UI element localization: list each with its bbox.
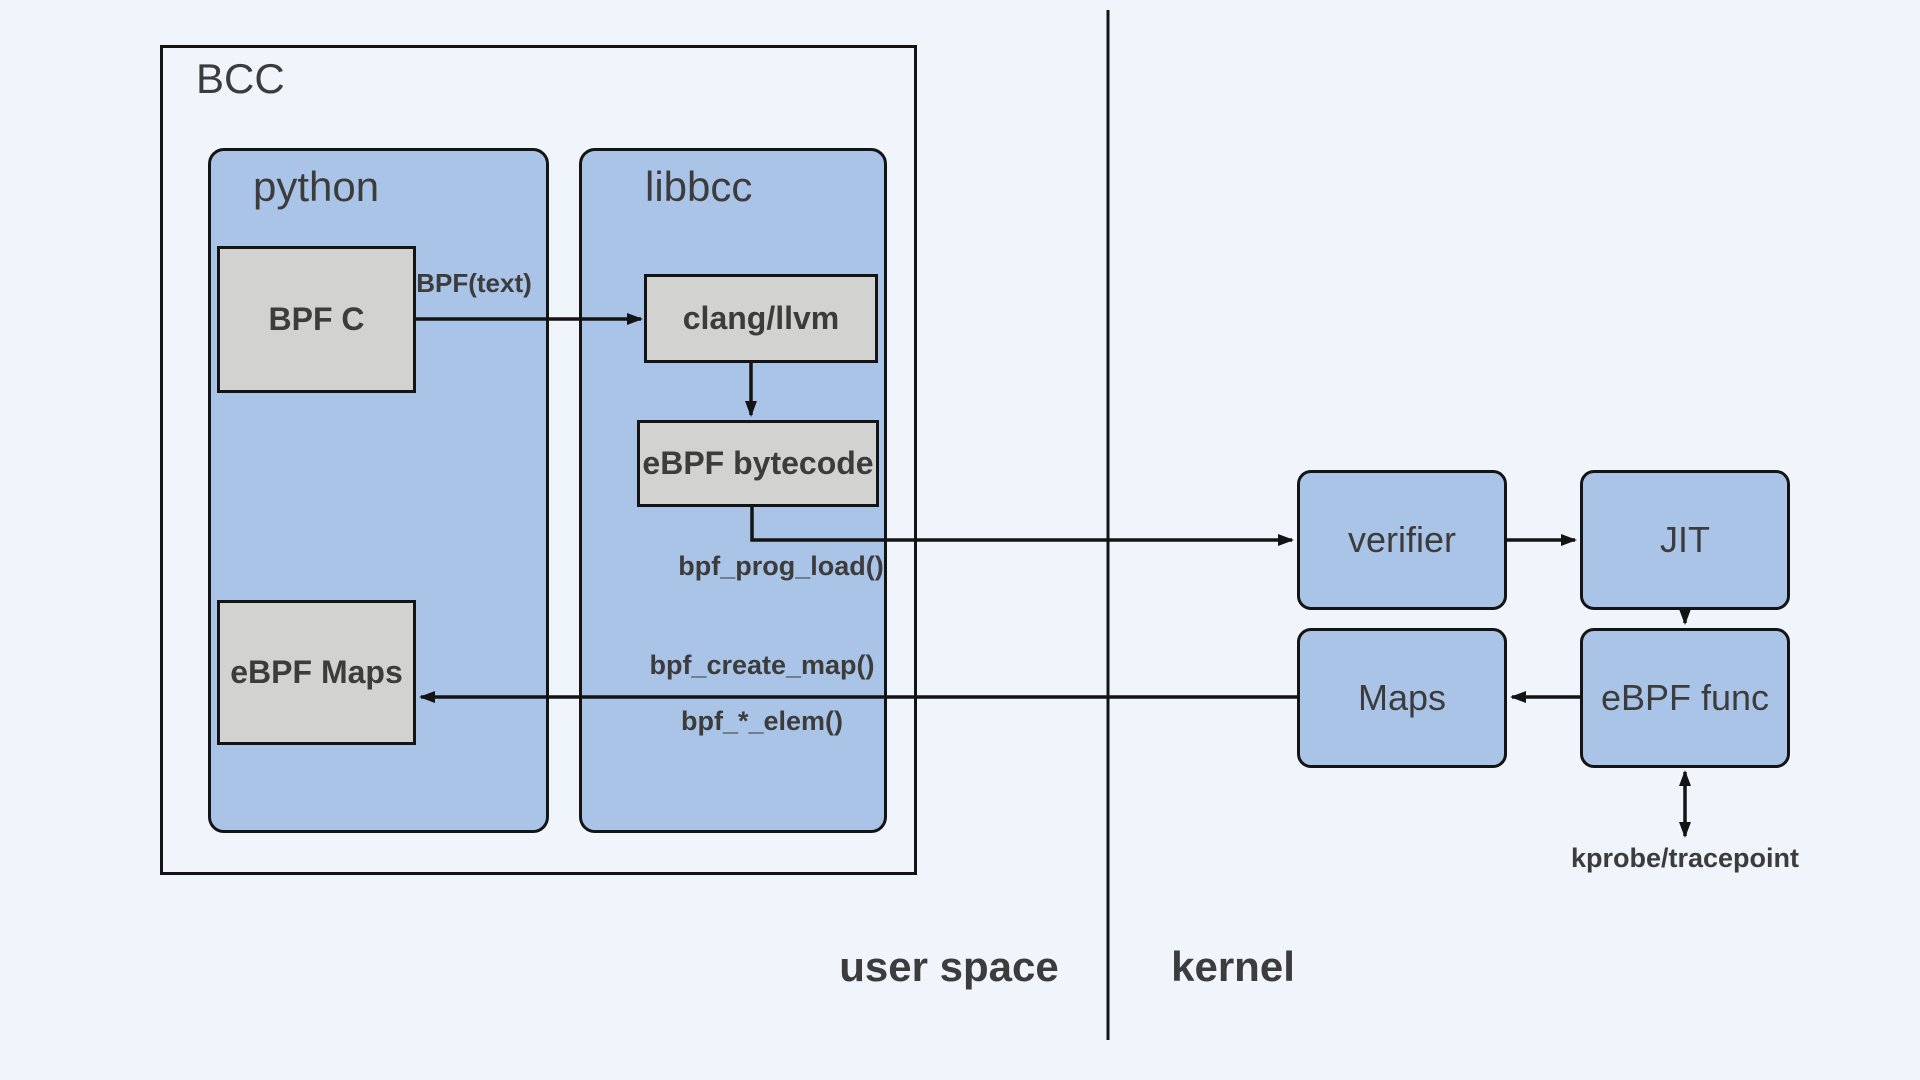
clang-llvm-box: clang/llvm [644, 274, 878, 363]
kprobe-tracepoint-label: kprobe/tracepoint [1570, 843, 1800, 873]
ebpf-func-box: eBPF func [1580, 628, 1790, 768]
jit-label: JIT [1660, 519, 1710, 560]
libbcc-label: libbcc [645, 163, 753, 210]
bcc-container-box [160, 45, 917, 875]
bpf-c-label: BPF C [268, 301, 365, 337]
bcc-label: BCC [196, 55, 285, 102]
user-space-label: user space [839, 943, 1059, 990]
ebpf-func-label: eBPF func [1600, 677, 1770, 718]
clang-llvm-label: clang/llvm [682, 300, 840, 336]
kernel-label: kernel [1171, 943, 1295, 990]
bpf-create-map-label: bpf_create_map() [649, 650, 875, 680]
verifier-label: verifier [1347, 519, 1457, 560]
python-label: python [253, 163, 380, 210]
bpf-prog-load-label: bpf_prog_load() [678, 551, 884, 581]
ebpf-bytecode-box: eBPF bytecode [637, 420, 879, 507]
bpf-star-elem-label: bpf_*_elem() [680, 706, 844, 736]
maps-box: Maps [1297, 628, 1507, 768]
ebpf-maps-label: eBPF Maps [230, 654, 403, 690]
bpf-c-box: BPF C [217, 246, 416, 393]
ebpf-bytecode-label: eBPF bytecode [642, 445, 874, 481]
verifier-box: verifier [1297, 470, 1507, 610]
jit-box: JIT [1580, 470, 1790, 610]
maps-label: Maps [1357, 677, 1447, 718]
ebpf-maps-box: eBPF Maps [217, 600, 416, 745]
bpf-text-label: BPF(text) [416, 268, 532, 298]
